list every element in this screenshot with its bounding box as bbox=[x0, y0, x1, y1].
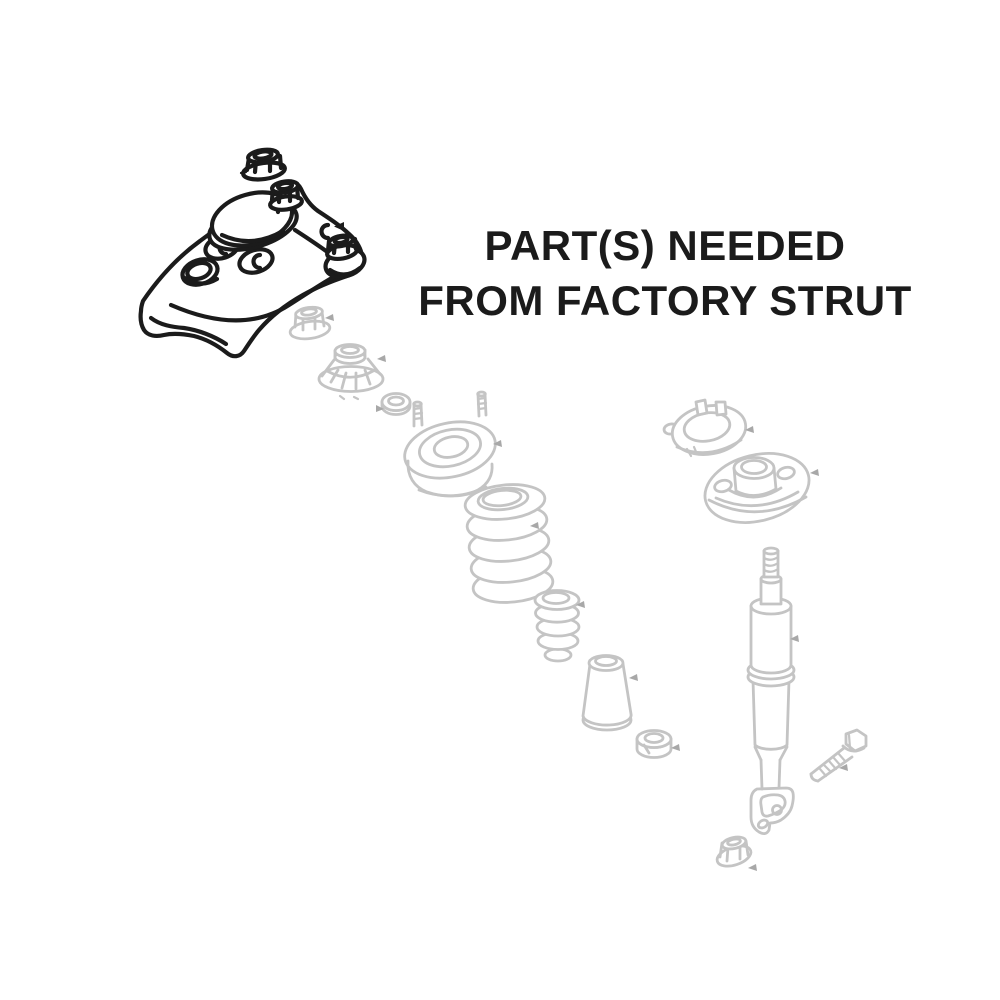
spacer-ring-illustration bbox=[635, 729, 680, 759]
strut-rod-nut-illustration bbox=[239, 147, 287, 182]
strut-mount-plate-illustration bbox=[138, 179, 367, 359]
bump-stop-illustration bbox=[533, 589, 585, 663]
spring-seat-clip-illustration bbox=[662, 398, 754, 458]
heading-line-2: FROM FACTORY STRUT bbox=[418, 277, 912, 324]
bearing-dust-cap-illustration bbox=[317, 343, 386, 401]
heading-line-1: PART(S) NEEDED bbox=[484, 222, 846, 269]
mounting-nut-illustration bbox=[715, 835, 757, 871]
lower-spring-seat-illustration bbox=[703, 452, 819, 524]
washer-illustration bbox=[376, 392, 412, 416]
mounting-bolt-illustration bbox=[809, 728, 868, 783]
coil-spring-illustration bbox=[463, 483, 555, 604]
shock-absorber-illustration bbox=[746, 546, 799, 835]
upper-strut-mount-illustration bbox=[403, 390, 502, 498]
heading: PART(S) NEEDED FROM FACTORY STRUT bbox=[418, 218, 912, 328]
dust-boot-illustration bbox=[581, 654, 638, 732]
lock-nut-illustration bbox=[288, 305, 334, 341]
